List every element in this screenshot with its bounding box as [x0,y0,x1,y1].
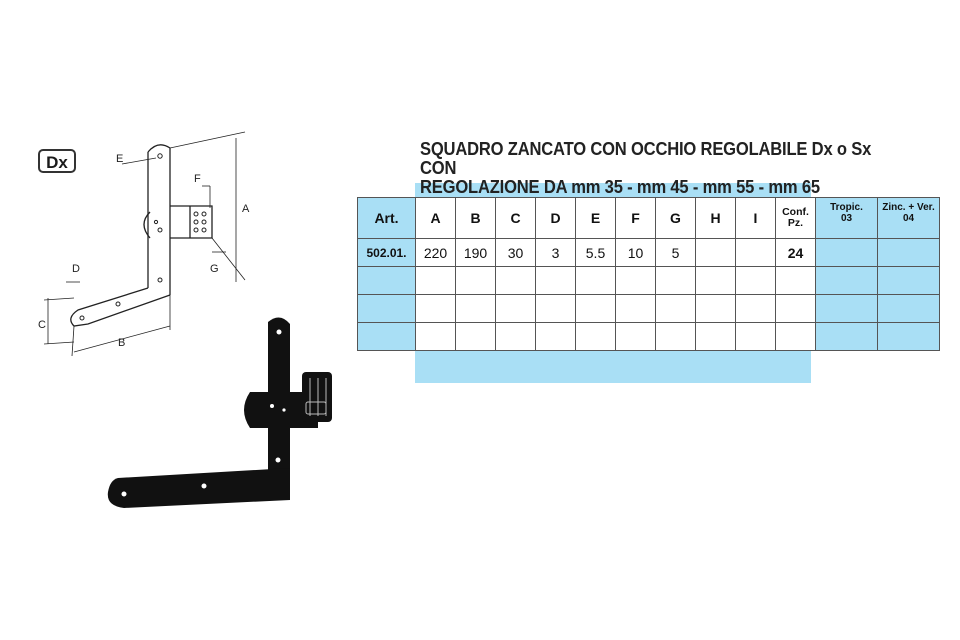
empty-cell [575,322,616,351]
empty-cell [575,266,616,295]
table-row [357,294,940,323]
empty-cell [655,294,696,323]
col-header-i: I [735,197,776,239]
empty-cell [775,294,816,323]
cell-f: 10 [615,238,656,267]
empty-cell [815,294,878,323]
col-header-zinc-line-2: 04 [902,213,915,224]
empty-cell [735,322,776,351]
hinge-holes [79,153,207,321]
col-header-conf-line-2: Pz. [787,217,804,229]
hinge-screw-holes [121,329,286,497]
col-header-g: G [655,197,696,239]
empty-cell [575,294,616,323]
col-header-f: F [615,197,656,239]
col-header-zinc-line-1: Zinc. + Ver. [882,202,935,213]
col-header-c: C [495,197,536,239]
empty-cell [535,266,576,295]
empty-cell [877,266,940,295]
cell-art: 502.01. [357,238,416,267]
empty-cell [815,266,878,295]
empty-cell [495,322,536,351]
hinge-silhouette [107,317,332,508]
col-header-art: Art. [357,197,416,239]
cell-e: 5.5 [575,238,616,267]
empty-cell [695,266,736,295]
col-header-a: A [415,197,456,239]
col-header-tropic-line-1: Tropic. [830,202,863,213]
dim-label-b: B [118,337,125,349]
cell-i [735,238,776,267]
empty-cell [415,294,456,323]
dim-label-d: D [72,263,80,275]
product-title: SQUADRO ZANCATO CON OCCHIO REGOLABILE Dx… [420,140,880,197]
empty-cell [775,322,816,351]
cell-h [695,238,736,267]
empty-cell [695,322,736,351]
cell-b: 190 [455,238,496,267]
col-header-b: B [455,197,496,239]
col-header-tropic-line-2: 03 [840,213,853,224]
product-title-line-2: REGOLAZIONE DA mm 35 - mm 45 - mm 55 - m… [420,177,820,197]
dim-label-f: F [194,173,201,185]
col-header-conf: Conf. Pz. [775,197,816,239]
spec-table: Art. A B C D E F G H I Conf. Pz. Tropic.… [357,197,940,351]
cell-c: 30 [495,238,536,267]
empty-cell [877,322,940,351]
empty-cell [495,294,536,323]
dim-label-g: G [210,263,219,275]
cell-d: 3 [535,238,576,267]
empty-cell [655,322,696,351]
cell-a: 220 [415,238,456,267]
empty-cell [615,266,656,295]
side-badge: Dx [38,149,76,173]
dim-label-e: E [116,153,123,165]
empty-cell [695,294,736,323]
dim-label-a: A [242,203,250,215]
product-photo [107,317,332,508]
empty-cell [357,294,416,323]
empty-cell [775,266,816,295]
empty-cell [535,322,576,351]
col-header-d: D [535,197,576,239]
col-header-conf-line-1: Conf. [782,206,809,218]
col-header-tropic: Tropic. 03 [815,197,878,239]
dimension-lines [43,131,246,357]
col-header-h: H [695,197,736,239]
empty-cell [615,294,656,323]
cell-conf: 24 [775,238,816,267]
table-row [357,266,940,295]
product-title-line-1: SQUADRO ZANCATO CON OCCHIO REGOLABILE Dx… [420,139,872,178]
empty-cell [455,322,496,351]
table-row [357,322,940,351]
dimension-diagram: A B C D E F G [38,131,250,357]
empty-cell [735,294,776,323]
empty-cell [735,266,776,295]
empty-cell [455,294,496,323]
cell-tropic [815,238,878,267]
empty-cell [455,266,496,295]
empty-cell [415,266,456,295]
empty-cell [815,322,878,351]
empty-cell [415,322,456,351]
empty-cell [877,294,940,323]
eye-highlights [305,378,327,416]
table-header-row: Art. A B C D E F G H I Conf. Pz. Tropic.… [357,197,940,239]
empty-cell [357,266,416,295]
col-header-e: E [575,197,616,239]
empty-cell [655,266,696,295]
empty-cell [535,294,576,323]
dim-label-c: C [38,319,46,331]
col-header-zinc: Zinc. + Ver. 04 [877,197,940,239]
empty-cell [495,266,536,295]
empty-cell [615,322,656,351]
table-row: 502.01. 220 190 30 3 5.5 10 5 24 [357,238,940,267]
cell-g: 5 [655,238,696,267]
empty-cell [357,322,416,351]
hinge-outline [70,144,213,327]
cell-zinc [877,238,940,267]
